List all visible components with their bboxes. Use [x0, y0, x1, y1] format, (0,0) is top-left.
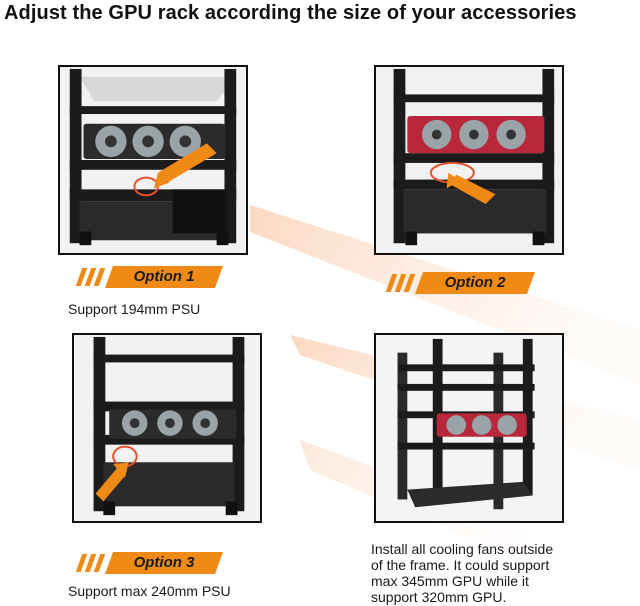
option-1-label: Option 1 — [75, 266, 225, 288]
option-3-caption: Support max 240mm PSU — [68, 583, 231, 599]
rack-photo-frame — [374, 333, 564, 523]
install-note-line: Install all cooling fans outside — [371, 541, 554, 557]
rack-photo-option-1 — [58, 65, 248, 255]
install-note-line: of the frame. It could support — [371, 557, 550, 573]
option-2-label: Option 2 — [385, 272, 536, 294]
option-3-label: Option 3 — [75, 552, 225, 574]
option-1-caption: Support 194mm PSU — [68, 301, 201, 317]
rack-photo-option-3 — [72, 333, 262, 523]
page-title: Adjust the GPU rack according the size o… — [4, 2, 577, 24]
rack-photo-option-2 — [374, 65, 564, 255]
install-note-line: max 345mm GPU while it — [371, 573, 529, 589]
install-note: Install all cooling fans outside of the … — [371, 541, 636, 605]
install-note-line: support 320mm GPU. — [371, 589, 507, 605]
